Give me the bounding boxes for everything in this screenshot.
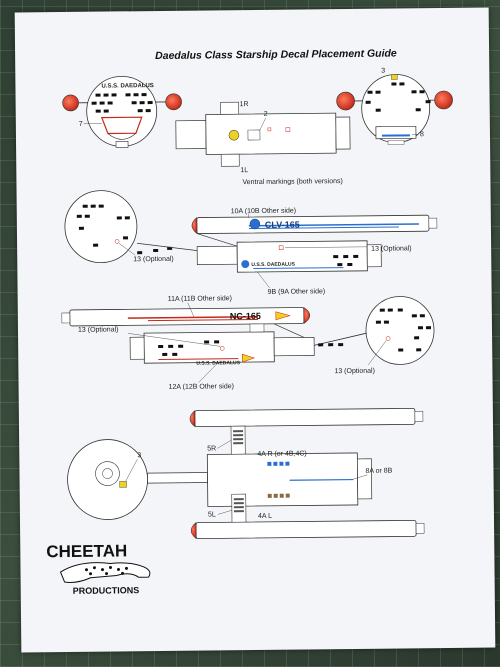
label-1l: 1L [240,167,248,174]
side-view-port: 13 (Optional) CLV-165 10A (10B Other sid… [64,190,438,296]
front-view: U.S.S. DAEDALUS 7 [62,75,182,148]
label-11a: 11A (11B Other side) [168,295,232,303]
label-13-optional-c: 13 (Optional) [78,326,119,333]
logo-sub: PRODUCTIONS [73,585,140,596]
uss-daedalus-side-b: U.S.S. DAEDALUS [196,360,240,366]
cheetah-logo: CHEETAH PRODUCTIONS [46,541,151,596]
nc-165-label: NC-165 [230,311,261,321]
decal-diagram: Daedalus Class Starship Decal Placement … [46,47,453,596]
label-4al: 4A L [258,513,272,520]
label-1r: 1R [240,101,249,108]
clv-165-label: CLV-165 [265,220,300,230]
uss-daedalus-label: U.S.S. DAEDALUS [101,83,153,90]
logo-name: CHEETAH [46,541,127,561]
label-5l: 5L [208,511,216,518]
label-13-optional-d: 13 (Optional) [334,368,375,375]
rear-view: 3 8 [336,68,453,145]
label-5r: 5R [207,445,216,452]
dorsal-view: 3 5R 4A R (or 4B,4C) 8 [67,407,425,540]
label-9b: 9B (9A Other side) [268,288,326,296]
label-2: 2 [264,111,268,118]
label-3-dorsal: 3 [137,452,141,459]
label-12a: 12A (12B Other side) [169,383,234,391]
label-3-top: 3 [381,68,385,75]
decal-guide-sheet: Daedalus Class Starship Decal Placement … [14,7,496,653]
uss-daedalus-side-a: U.S.S. DAEDALUS [251,262,295,268]
ventral-view: 1R 2 1L Ventral markings (both versions) [175,101,351,186]
ventral-label: Ventral markings (both versions) [242,178,342,186]
label-4ar: 4A R (or 4B,4C) [257,450,306,458]
label-10a: 10A (10B Other side) [231,208,296,216]
label-7: 7 [79,121,83,128]
guide-title: Daedalus Class Starship Decal Placement … [155,47,397,62]
label-8ab: 8A or 8B [365,468,392,475]
label-13-optional-a: 13 (Optional) [133,256,174,263]
label-8: 8 [420,131,424,138]
side-view-starboard: 11A (11B Other side) NC-165 13 (Optional… [61,295,435,391]
label-13-optional-b: 13 (Optional) [371,245,412,252]
